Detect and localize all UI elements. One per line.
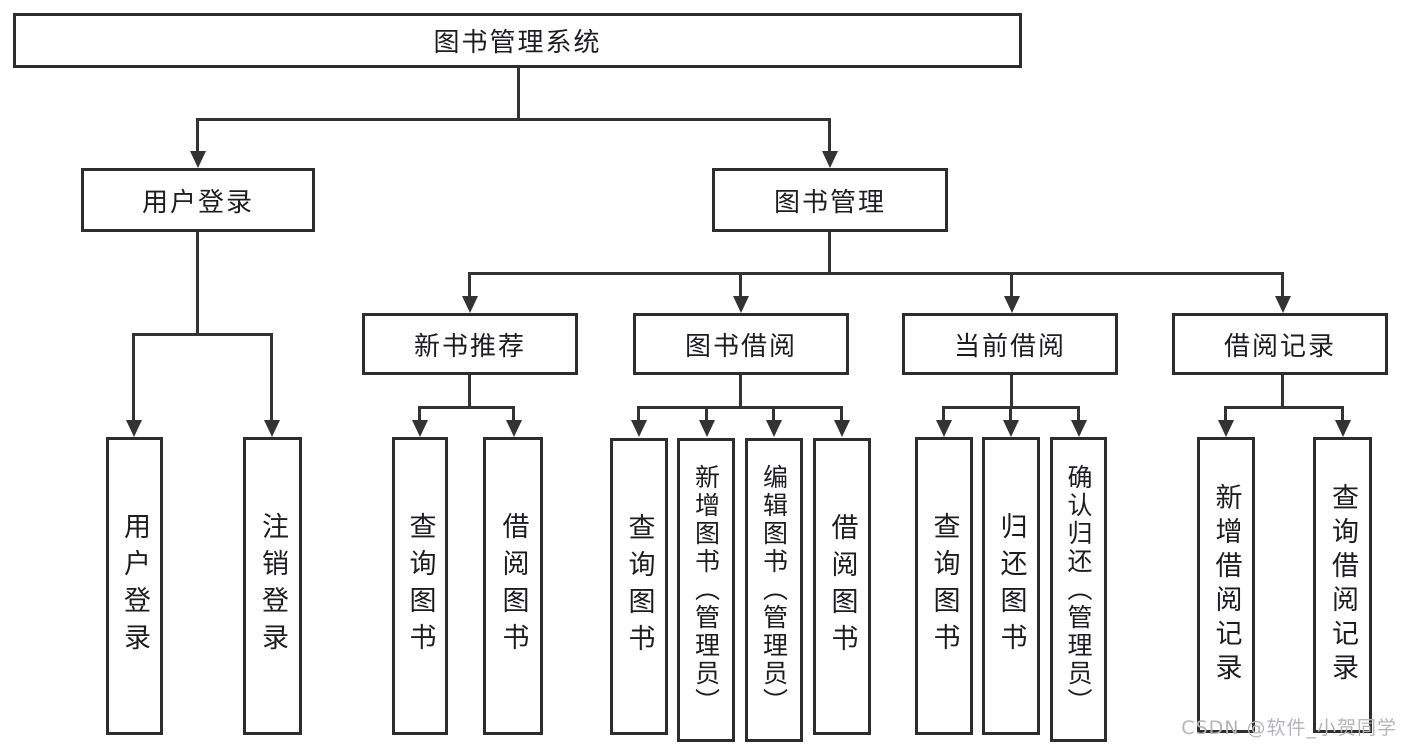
leaf-edit-book-admin-label: 编辑图书（管理员）: [759, 464, 789, 716]
node-current-borrow-label: 当前借阅: [953, 331, 1066, 362]
connector-line: [1281, 375, 1284, 409]
node-current-borrow: 当前借阅: [902, 313, 1118, 375]
connector-line: [1077, 406, 1080, 420]
connector-line: [418, 406, 421, 420]
arrowhead: [936, 420, 952, 437]
connector-line: [828, 118, 831, 152]
arrowhead: [1071, 420, 1087, 437]
arrowhead: [631, 420, 647, 437]
node-borrow-records: 借阅记录: [1172, 313, 1388, 375]
arrowhead: [1004, 296, 1020, 313]
arrowhead: [1335, 420, 1351, 437]
leaf-add-borrow-record-label: 新增借阅记录: [1210, 483, 1242, 687]
leaf-confirm-return-admin-label: 确认归还（管理员）: [1064, 463, 1093, 716]
connector-line: [739, 375, 742, 409]
connector-line: [419, 406, 515, 409]
leaf-query-borrow-record-label: 查询借阅记录: [1327, 483, 1358, 687]
leaf-borrow-book-recommend-label: 借阅图书: [497, 512, 529, 660]
connector-line: [517, 68, 520, 120]
arrowhead: [822, 151, 838, 168]
leaf-return-book: 归还图书: [982, 437, 1040, 735]
leaf-logout-label: 注销登录: [257, 512, 288, 660]
node-book-management: 图书管理: [712, 168, 948, 232]
connector-line: [638, 406, 843, 409]
node-user-login-label: 用户登录: [141, 187, 254, 218]
connector-line: [512, 406, 515, 420]
arrowhead: [506, 420, 522, 437]
connector-line: [196, 118, 199, 152]
connector-line: [196, 232, 199, 336]
node-root: 图书管理系统: [13, 13, 1022, 68]
arrowhead: [1218, 420, 1234, 437]
arrowhead: [834, 420, 850, 437]
connector-line: [840, 406, 843, 420]
connector-line: [1010, 272, 1013, 297]
leaf-add-book-admin-label: 新增图书（管理员）: [691, 464, 721, 716]
arrowhead: [1003, 420, 1019, 437]
connector-line: [1281, 272, 1284, 297]
arrowhead: [733, 296, 749, 313]
arrowhead: [264, 420, 280, 437]
connector-line: [637, 406, 640, 420]
node-book-borrow: 图书借阅: [633, 313, 849, 375]
connector-line: [468, 375, 471, 409]
leaf-query-book-borrow-label: 查询图书: [623, 512, 655, 661]
connector-line: [772, 406, 775, 420]
leaf-borrow-book: 借阅图书: [813, 438, 871, 735]
leaf-borrow-book-recommend: 借阅图书: [483, 437, 543, 735]
node-borrow-records-label: 借阅记录: [1223, 331, 1336, 362]
node-new-book-recommend: 新书推荐: [362, 313, 578, 375]
leaf-confirm-return-admin: 确认归还（管理员）: [1050, 437, 1107, 742]
arrowhead: [126, 420, 142, 437]
connector-line: [1009, 406, 1012, 420]
connector-line: [739, 272, 742, 297]
node-book-management-label: 图书管理: [773, 187, 886, 218]
leaf-query-book-borrow: 查询图书: [610, 438, 668, 735]
connector-line: [1224, 406, 1227, 420]
leaf-user-login-label: 用户登录: [119, 512, 150, 660]
arrowhead: [699, 420, 715, 437]
leaf-logout: 注销登录: [243, 437, 302, 735]
arrowhead: [190, 151, 206, 168]
connector-line: [942, 406, 945, 420]
node-book-borrow-label: 图书借阅: [684, 331, 797, 362]
connector-line: [468, 272, 471, 297]
node-new-book-recommend-label: 新书推荐: [413, 331, 526, 362]
connector-line: [133, 333, 273, 336]
leaf-query-book-recommend-label: 查询图书: [404, 512, 436, 660]
leaf-query-book-current-label: 查询图书: [928, 512, 960, 660]
connector-line: [197, 118, 831, 121]
leaf-return-book-label: 归还图书: [995, 512, 1027, 660]
node-root-label: 图书管理系统: [433, 28, 602, 58]
csdn-watermark: CSDN @软件_小贺同学: [1181, 717, 1397, 739]
leaf-edit-book-admin: 编辑图书（管理员）: [745, 438, 803, 742]
leaf-query-book-recommend: 查询图书: [392, 437, 448, 735]
node-user-login: 用户登录: [81, 168, 315, 232]
arrowhead: [766, 420, 782, 437]
leaf-query-book-current: 查询图书: [915, 437, 973, 735]
connector-line: [828, 232, 831, 274]
leaf-add-borrow-record: 新增借阅记录: [1197, 437, 1255, 733]
connector-line: [1010, 375, 1013, 409]
leaf-query-borrow-record: 查询借阅记录: [1313, 437, 1372, 733]
connector-line: [469, 272, 1284, 275]
connector-line: [705, 406, 708, 420]
arrowhead: [1275, 296, 1291, 313]
leaf-borrow-book-label: 借阅图书: [826, 512, 858, 661]
connector-line: [1341, 406, 1344, 420]
leaf-user-login: 用户登录: [106, 437, 163, 735]
connector-line: [270, 333, 273, 420]
arrowhead: [462, 296, 478, 313]
leaf-add-book-admin: 新增图书（管理员）: [677, 438, 735, 742]
connector-line: [1225, 406, 1343, 409]
arrowhead: [412, 420, 428, 437]
connector-line: [132, 333, 135, 420]
